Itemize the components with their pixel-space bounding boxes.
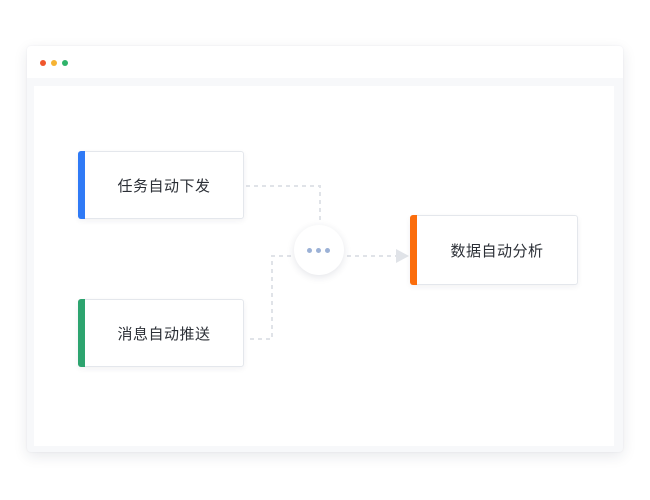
more-dots-icon [316, 248, 321, 253]
window-close-dot[interactable] [40, 60, 46, 66]
node-data-analysis[interactable]: 数据自动分析 [410, 215, 578, 285]
node-accent-bar [78, 151, 85, 219]
node-label: 消息自动推送 [117, 325, 211, 343]
connector-message-to-hub [250, 255, 292, 340]
node-accent-bar [78, 299, 85, 367]
window-maximize-dot[interactable] [62, 60, 68, 66]
node-label: 任务自动下发 [117, 177, 211, 195]
node-label: 数据自动分析 [450, 242, 544, 260]
window-titlebar [27, 46, 623, 78]
connector-arrowhead [396, 249, 409, 263]
node-message-push[interactable]: 消息自动推送 [78, 299, 244, 367]
flow-hub[interactable] [294, 225, 344, 275]
window-minimize-dot[interactable] [51, 60, 57, 66]
connector-task-to-hub [246, 185, 321, 222]
node-accent-bar [410, 215, 417, 285]
node-task-dispatch[interactable]: 任务自动下发 [78, 151, 244, 219]
more-dots-icon [325, 248, 330, 253]
more-dots-icon [307, 248, 312, 253]
